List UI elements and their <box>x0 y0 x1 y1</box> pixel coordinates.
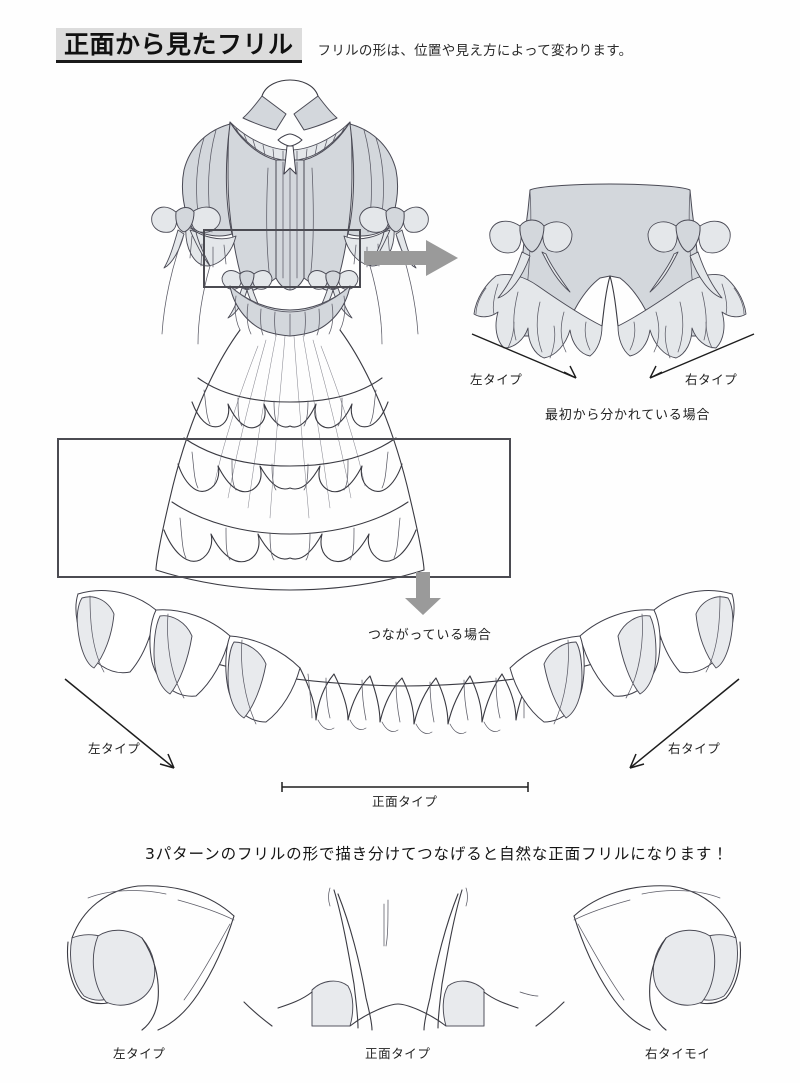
label-right-type-bloomers: 右タイプ <box>685 372 738 387</box>
pattern-front-type <box>277 880 519 1031</box>
leader-right-type-bloomers <box>640 332 758 384</box>
section-title-chip: 正面から見たフリル <box>56 28 302 63</box>
page-header: 正面から見たフリル フリルの形は、位置や見え方によって変わります。 <box>56 28 633 63</box>
caption-connected-case: つながっている場合 <box>368 628 492 643</box>
page-title: 正面から見たフリル <box>64 30 294 59</box>
callout-box-skirt-hem <box>57 438 511 578</box>
caption-separated-case: 最初から分かれている場合 <box>545 408 711 423</box>
label-left-type-strip: 左タイプ <box>88 741 141 756</box>
measure-front-type <box>280 780 530 794</box>
label-right-type-pattern: 右タイモイ <box>645 1046 711 1061</box>
arrow-right-icon <box>364 238 460 278</box>
page-subtitle: フリルの形は、位置や見え方によって変わります。 <box>317 43 633 59</box>
leader-right-type-strip <box>620 676 742 776</box>
leader-left-type-bloomers <box>468 332 586 384</box>
patterns-headline: 3パターンのフリルの形で描き分けてつなげると自然な正面フリルになります！ <box>145 845 729 863</box>
callout-box-bodice <box>203 229 361 288</box>
label-left-type-bloomers: 左タイプ <box>470 372 523 387</box>
label-front-type-pattern: 正面タイプ <box>365 1046 431 1061</box>
arrow-down-icon <box>403 572 443 616</box>
label-right-type-strip: 右タイプ <box>668 741 721 756</box>
pattern-left-type <box>58 880 288 1031</box>
label-left-type-pattern: 左タイプ <box>113 1046 166 1061</box>
label-front-type-strip: 正面タイプ <box>372 794 438 809</box>
pattern-right-type <box>519 880 750 1031</box>
leader-left-type-strip <box>62 676 184 776</box>
